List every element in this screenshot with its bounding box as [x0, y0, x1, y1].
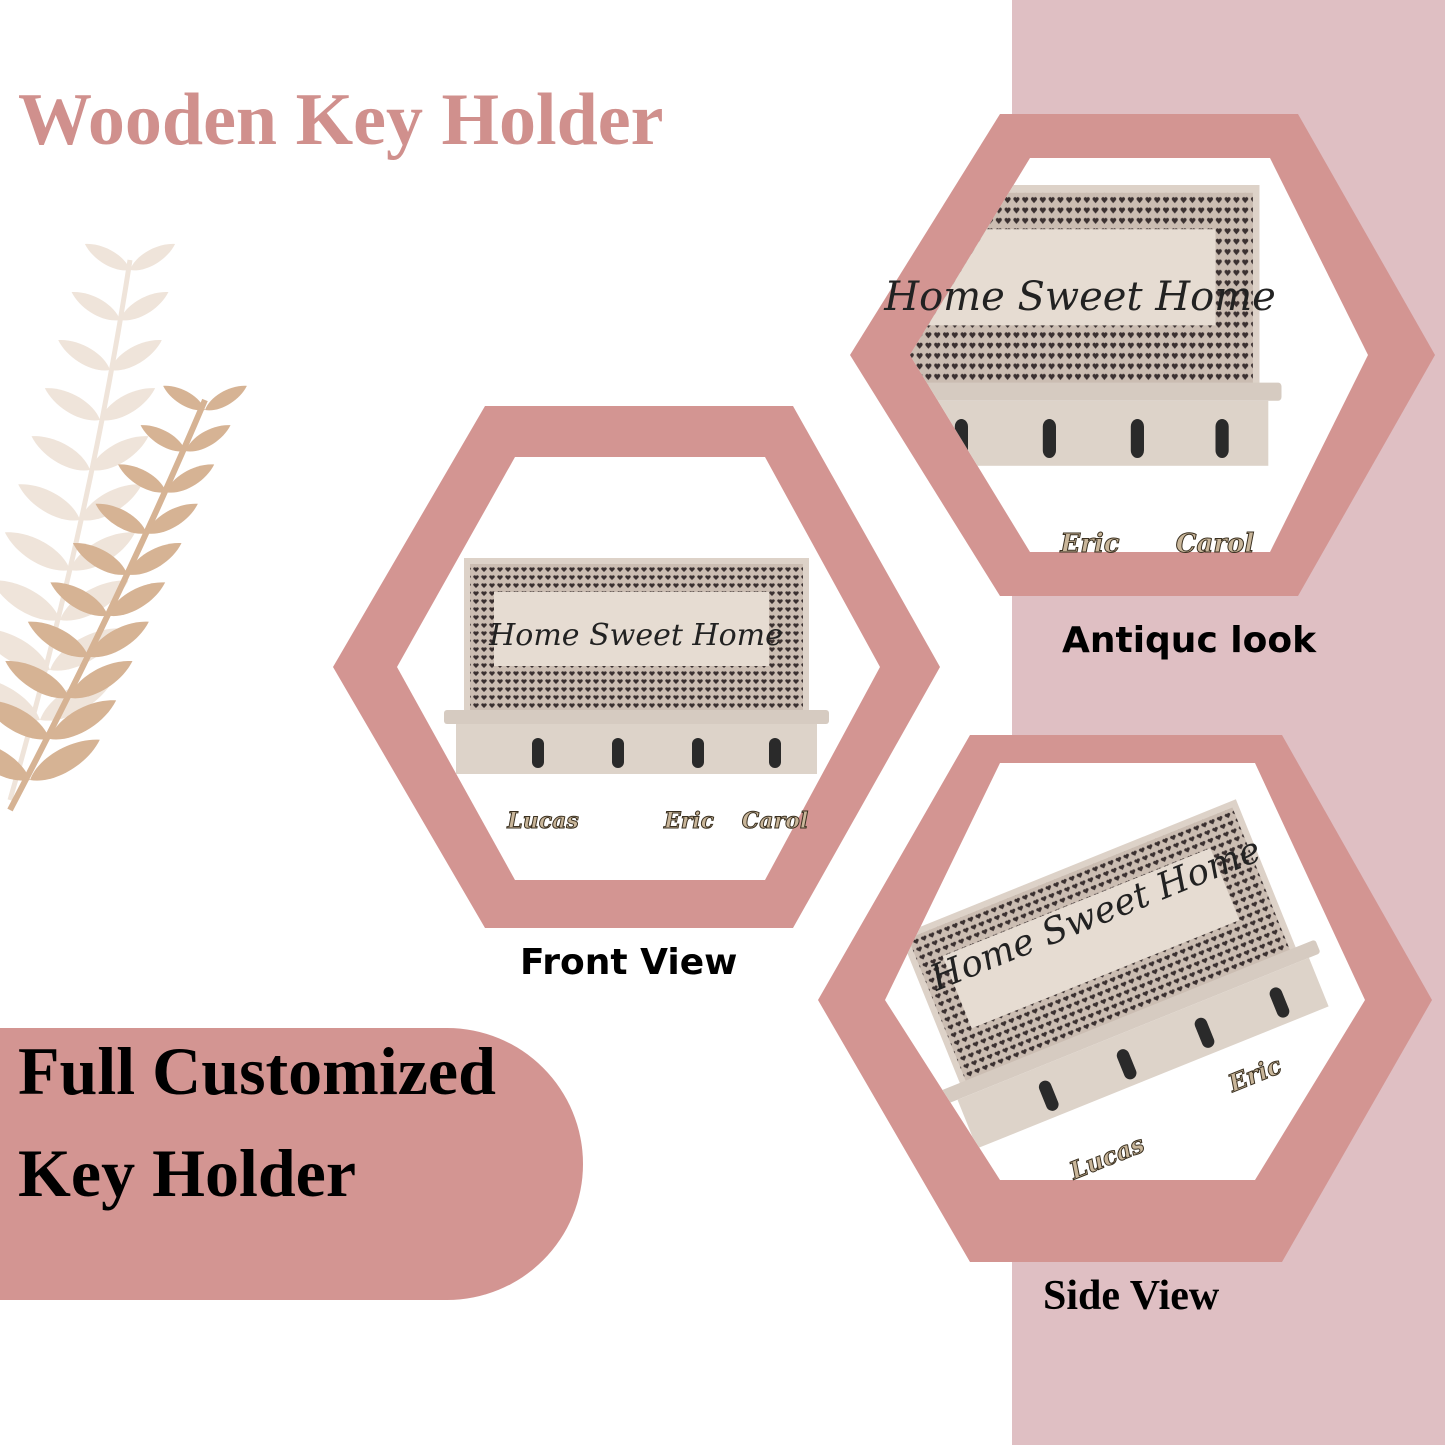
- fern-leaf-icon: [0, 237, 251, 812]
- key-tag: Carol: [742, 808, 808, 834]
- caption-antique-look: Antiquc look: [1062, 620, 1317, 661]
- promo-banner: [0, 1028, 583, 1300]
- page-title: Wooden Key Holder: [18, 79, 664, 161]
- key-tag: Eric: [1059, 529, 1119, 559]
- caption-side-view: Side View: [1043, 1273, 1220, 1319]
- hexagon-side-view: [818, 735, 1432, 1262]
- promo-line-2: Key Holder: [18, 1135, 357, 1211]
- sign-text-antique: Home Sweet Home: [883, 274, 1276, 320]
- key-tag: Lucas: [506, 808, 579, 834]
- hexagon-front-view: [333, 406, 940, 928]
- sign-text-front: Home Sweet Home: [488, 618, 783, 653]
- hexagon-antique-look: [850, 114, 1435, 596]
- promo-line-1: Full Customized: [18, 1033, 496, 1109]
- caption-front-view: Front View: [520, 942, 738, 983]
- key-tag: Eric: [663, 808, 715, 834]
- key-tag: Carol: [1176, 529, 1255, 559]
